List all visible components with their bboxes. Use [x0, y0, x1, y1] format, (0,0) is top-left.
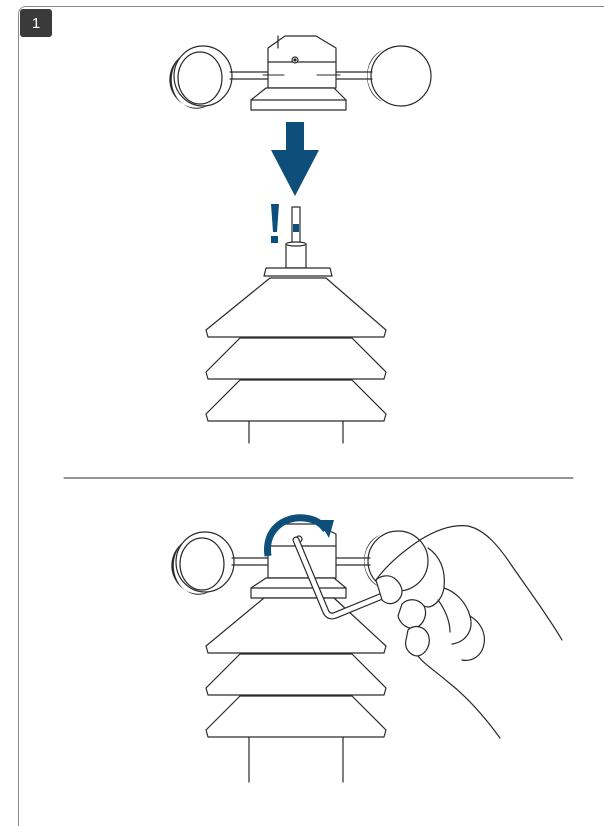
exclamation-icon: [271, 204, 279, 243]
radiation-shield-top: [206, 207, 386, 443]
anemometer-cup-left: [169, 46, 232, 109]
assembled-weather-station: [171, 524, 428, 782]
anemometer-cup-left-assembled: [171, 532, 234, 595]
anemometer-cup-right: [367, 46, 431, 106]
down-arrow-icon: [271, 122, 319, 196]
anemometer-top: [169, 36, 431, 110]
